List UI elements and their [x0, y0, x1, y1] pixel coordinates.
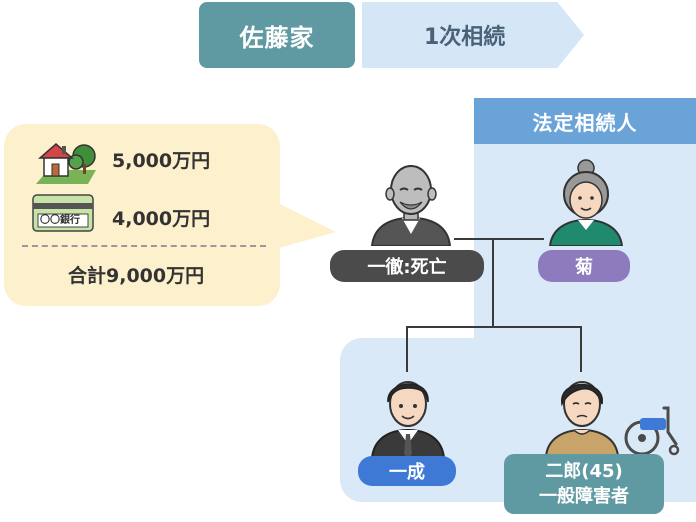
inheritance-step-arrow: 1次相続 — [362, 2, 584, 68]
marriage-line — [454, 238, 544, 240]
house-icon — [36, 143, 96, 184]
assets-divider — [22, 245, 266, 247]
child2-label: 二郎(45) 一般障害者 — [504, 454, 664, 514]
assets-total: 合計9,000万円 — [68, 265, 205, 287]
elderly-man-avatar — [370, 165, 452, 246]
heirs-header: 法定相続人 — [474, 98, 696, 144]
wheelchair-icon — [624, 406, 680, 456]
bank-book-icon: 〇〇銀行 — [32, 194, 94, 232]
child2-status: 一般障害者 — [539, 486, 629, 507]
deceased-label: 一徹:死亡 — [330, 250, 484, 282]
family-title: 佐藤家 — [199, 2, 355, 68]
bank-name-text: 〇〇銀行 — [40, 215, 80, 226]
man-in-suit-avatar — [370, 381, 446, 458]
spouse-label: 菊 — [538, 250, 630, 282]
real-estate-value: 5,000万円 — [112, 150, 211, 172]
elderly-woman-avatar — [548, 159, 624, 246]
child1-branch — [406, 326, 408, 372]
descent-line — [492, 238, 494, 328]
child1-label: 一成 — [358, 456, 456, 486]
children-line — [406, 326, 582, 328]
deposit-value: 4,000万円 — [112, 208, 211, 230]
bubble-tail — [272, 200, 336, 250]
man-avatar — [544, 381, 620, 456]
child2-name: 二郎(45) — [545, 461, 623, 482]
child2-branch — [580, 326, 582, 372]
